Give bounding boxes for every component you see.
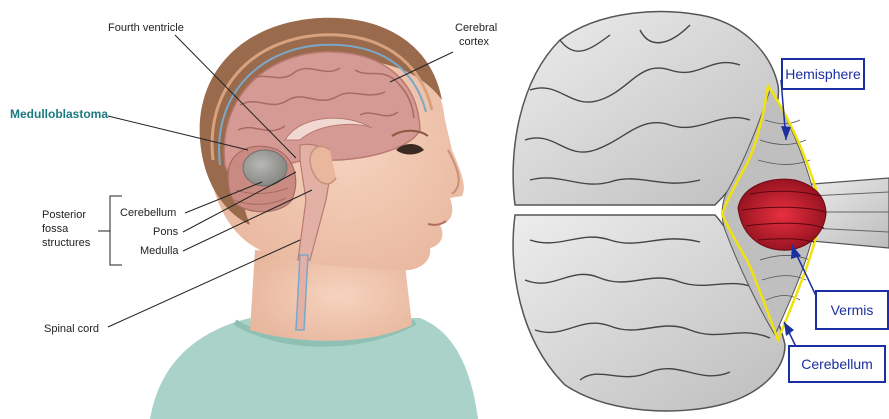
label-posterior-fossa-line3: structures (42, 237, 90, 250)
label-pons: Pons (153, 226, 178, 239)
label-vermis: Vermis (815, 290, 889, 330)
label-spinal-cord: Spinal cord (44, 323, 99, 336)
label-hemisphere: Hemisphere (781, 58, 865, 90)
label-cerebral-cortex-line1: Cerebral (455, 22, 497, 35)
label-cerebral-cortex-line2: cortex (459, 36, 489, 49)
label-fourth-ventricle: Fourth ventricle (108, 22, 184, 35)
label-posterior-fossa-line2: fossa (42, 223, 68, 236)
label-medulloblastoma: Medulloblastoma (10, 108, 108, 121)
label-medulla: Medulla (140, 245, 179, 258)
label-cerebellum-right: Cerebellum (788, 345, 886, 383)
label-cerebellum-left: Cerebellum (120, 207, 176, 220)
label-posterior-fossa-line1: Posterior (42, 209, 86, 222)
